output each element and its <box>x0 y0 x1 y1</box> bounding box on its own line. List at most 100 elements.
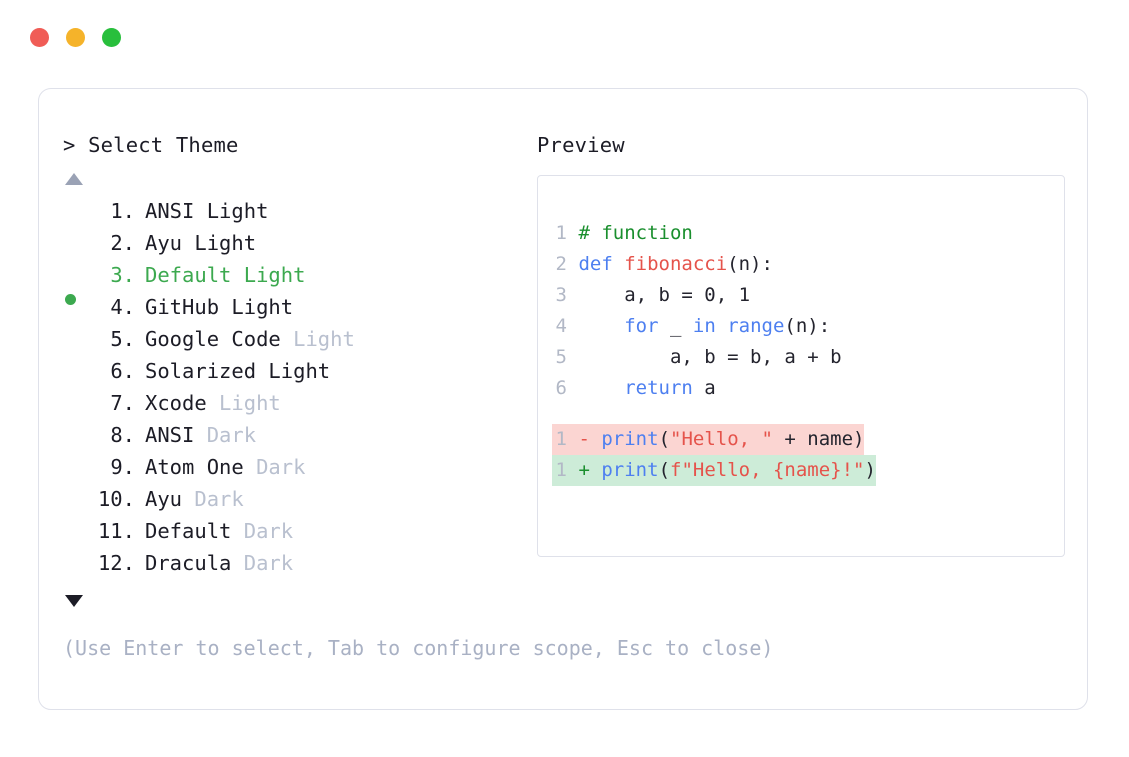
diff-block: 1 - print("Hello, " + name)1 + print(f"H… <box>538 424 1064 486</box>
line-number: 6 <box>555 377 567 399</box>
theme-item-number: 11. <box>97 519 135 543</box>
code-token: f"Hello, {name}!" <box>670 459 865 481</box>
theme-list-item[interactable]: 4.GitHub Light <box>63 291 533 323</box>
theme-list-item[interactable]: 8.ANSI Dark <box>63 419 533 451</box>
theme-item-variant: Light <box>280 327 355 351</box>
code-token: , <box>715 284 739 306</box>
theme-item-variant: Dark <box>243 455 306 479</box>
diff-marker: + <box>578 459 590 481</box>
maximize-button[interactable] <box>102 28 121 47</box>
theme-item-name: Ayu <box>145 487 183 511</box>
code-token: 1 <box>738 284 751 306</box>
theme-list-item[interactable]: 9. Atom One Dark <box>63 451 533 483</box>
theme-item-variant: Dark <box>231 519 294 543</box>
theme-item-name: Xcode <box>145 391 207 415</box>
code-token: (n): <box>784 315 831 337</box>
diff-line-add: 1 + print(f"Hello, {name}!") <box>538 455 1064 486</box>
diff-line-del: 1 - print("Hello, " + name) <box>538 424 1064 455</box>
theme-item-variant: Light <box>194 199 269 223</box>
theme-item-number: 10. <box>97 487 135 511</box>
code-line: 3 a, b = 0, 1 <box>538 280 1064 311</box>
code-token: print <box>601 428 659 450</box>
theme-list-item[interactable]: 3.Default Light <box>63 259 533 305</box>
code-token: + name) <box>772 428 865 450</box>
theme-item-name: Solarized <box>145 359 257 383</box>
code-token: return <box>624 377 693 399</box>
theme-list-item[interactable]: 6. Solarized Light <box>63 355 533 387</box>
triangle-up-icon[interactable] <box>65 173 83 185</box>
diff-marker: - <box>578 428 590 450</box>
code-token: _ <box>658 315 693 337</box>
line-number: 1 <box>555 222 567 244</box>
code-line: 2 def fibonacci(n): <box>538 249 1064 280</box>
theme-item-number: 2. <box>110 231 135 255</box>
theme-item-number: 7. <box>110 391 135 415</box>
diff-highlight: 1 + print(f"Hello, {name}!") <box>552 455 876 486</box>
theme-item-number: 12. <box>97 551 135 575</box>
minimize-button[interactable] <box>66 28 85 47</box>
line-number: 1 <box>555 459 567 481</box>
theme-item-number: 1. <box>110 199 135 223</box>
triangle-down-icon[interactable] <box>65 595 83 607</box>
line-number: 5 <box>555 346 567 368</box>
code-token: a <box>692 377 716 399</box>
selected-bullet-icon <box>65 294 76 305</box>
theme-item-name: Atom One <box>145 455 244 479</box>
theme-list-item[interactable]: 10.Ayu Dark <box>63 483 533 515</box>
theme-list-item[interactable]: 2.Ayu Light <box>63 227 533 259</box>
code-line: 6 return a <box>538 373 1064 404</box>
code-token <box>578 377 624 399</box>
code-token: def <box>578 253 625 275</box>
code-token: ( <box>658 459 671 481</box>
code-token: a, b = <box>578 284 705 306</box>
code-token: ) <box>864 459 876 481</box>
code-token: "Hello, " <box>670 428 773 450</box>
theme-list-item[interactable]: 11. Default Dark <box>63 515 533 547</box>
diff-spacer <box>538 404 1064 424</box>
code-line: 1 # function <box>538 218 1064 249</box>
theme-item-name: Default <box>145 519 232 543</box>
theme-item-number: 6. <box>110 359 135 383</box>
theme-item-name: Google Code <box>145 327 281 351</box>
close-button[interactable] <box>30 28 49 47</box>
theme-item-variant: Light <box>219 295 294 319</box>
window-titlebar <box>30 28 121 47</box>
theme-item-name: ANSI <box>145 199 195 223</box>
theme-item-variant: Dark <box>231 551 294 575</box>
theme-item-name: Ayu <box>145 231 183 255</box>
theme-list-item[interactable]: 7. Xcode Light <box>63 387 533 419</box>
code-line: 4 for _ in range(n): <box>538 311 1064 342</box>
prompt-heading: > Select Theme <box>63 131 533 159</box>
line-number: 1 <box>555 428 567 450</box>
theme-item-variant: Light <box>206 391 281 415</box>
code-token <box>578 315 624 337</box>
theme-item-number: 9. <box>110 455 135 479</box>
theme-list-item[interactable]: 12.Dracula Dark <box>63 547 533 579</box>
code-token: (n): <box>727 253 773 275</box>
preview-title: Preview <box>537 133 625 157</box>
code-token: for <box>624 315 659 337</box>
theme-item-variant: Light <box>231 263 306 287</box>
code-token: a, b = b, a + b <box>578 346 842 368</box>
line-number: 3 <box>555 284 567 306</box>
diff-highlight: 1 - print("Hello, " + name) <box>552 424 865 455</box>
theme-item-name: ANSI <box>145 423 195 447</box>
theme-list-item[interactable]: 1. ANSI Light <box>63 195 533 227</box>
keyboard-hint: (Use Enter to select, Tab to configure s… <box>63 636 774 660</box>
code-line: 5 a, b = b, a + b <box>538 342 1064 373</box>
code-token: # function <box>578 222 693 244</box>
line-number: 4 <box>555 315 567 337</box>
theme-item-name: GitHub <box>145 295 220 319</box>
theme-item-variant: Dark <box>194 423 257 447</box>
code-token <box>716 315 727 337</box>
prompt-chevron: > <box>63 133 76 157</box>
theme-item-variant: Light <box>256 359 331 383</box>
code-token: ( <box>658 428 671 450</box>
theme-item-number: 3. <box>110 263 135 287</box>
theme-list-item[interactable]: 5.Google Code Light <box>63 323 533 355</box>
code-token: range <box>727 315 785 337</box>
